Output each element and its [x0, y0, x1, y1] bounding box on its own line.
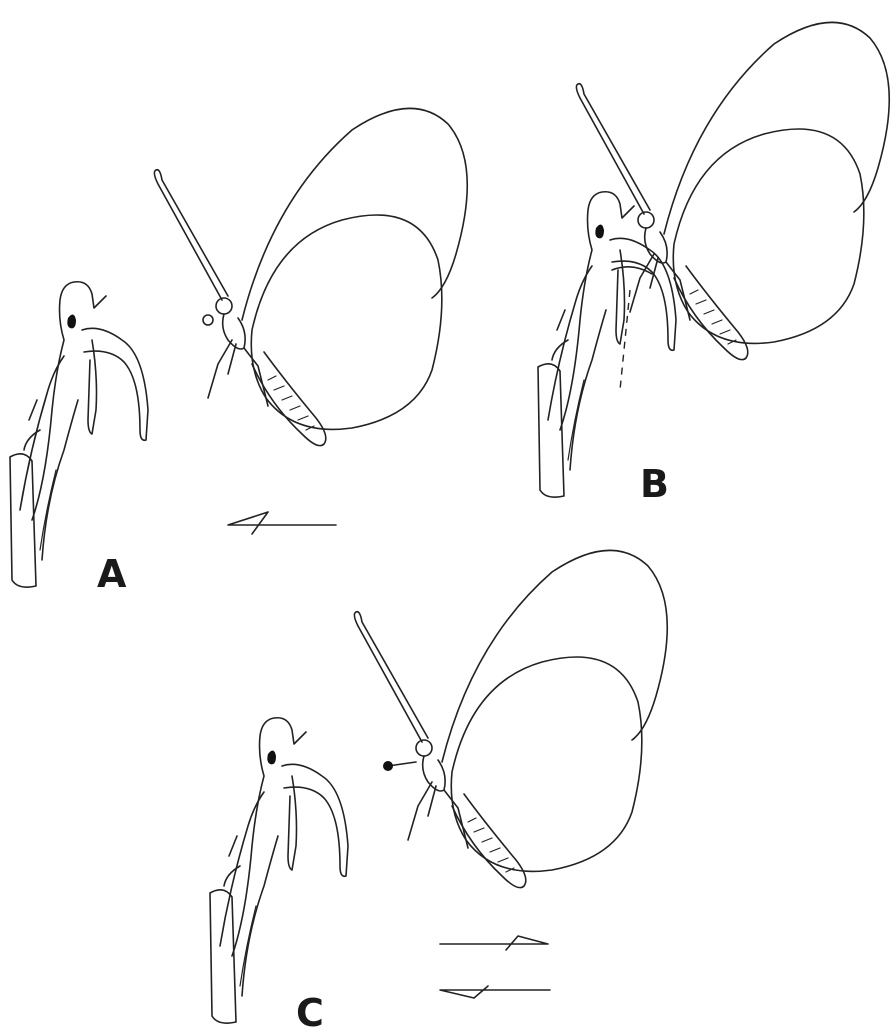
panel-a: [10, 108, 467, 587]
direction-arrow-c-left: [440, 986, 550, 998]
flower-b: [538, 192, 676, 497]
flower-c: [210, 718, 348, 1023]
panel-label-c: C: [296, 994, 324, 1032]
panel-label-b: B: [640, 465, 669, 503]
butterfly-b: [576, 22, 889, 359]
direction-arrow-a: [228, 512, 336, 534]
flower-a: [10, 282, 148, 587]
panel-label-a: A: [97, 555, 126, 593]
butterfly-c: [354, 550, 667, 887]
butterfly-a: [154, 108, 467, 445]
direction-arrow-c-right: [440, 936, 548, 950]
panel-c: [210, 550, 667, 1023]
panel-b: [538, 22, 889, 497]
